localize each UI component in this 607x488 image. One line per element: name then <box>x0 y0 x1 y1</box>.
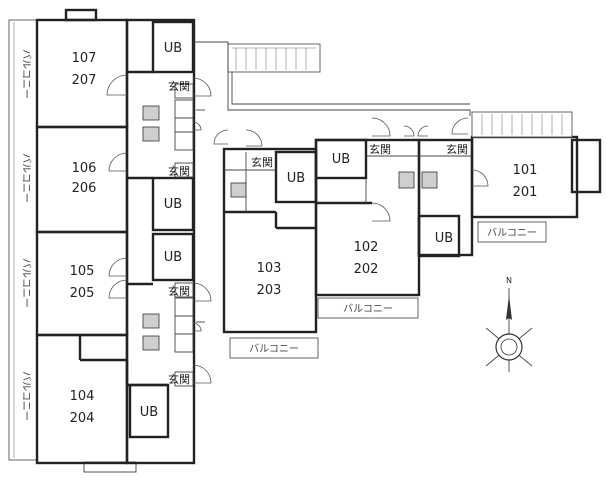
entrance-label: 玄関 <box>446 142 468 156</box>
balcony-label: バルコニー <box>343 303 393 315</box>
balcony-label: バルコニー <box>20 153 32 203</box>
washbasin-fixture <box>142 335 160 351</box>
left-balcony-strip <box>8 19 38 461</box>
block-102 <box>314 117 421 319</box>
entrance-label: 玄関 <box>168 284 190 298</box>
balcony-label: バルコニー <box>249 343 299 355</box>
bath-105 <box>151 232 195 282</box>
washbasin-fixture <box>142 126 160 142</box>
balcony-102 <box>317 297 419 319</box>
bath-107 <box>151 20 195 74</box>
bath-102 <box>314 138 368 180</box>
unit-labels: 107 207 106 206 105 205 104 204 103 203 … <box>70 51 538 426</box>
entrance-label: 玄関 <box>168 372 190 386</box>
balcony-label: バルコニー <box>20 258 32 308</box>
unit-number-105: 105 <box>70 264 95 279</box>
entrance-labels: 玄関 玄関 玄関 玄関 玄関 玄関 玄関 <box>168 79 468 386</box>
washbasin-fixture <box>142 105 160 121</box>
unit-number-104: 104 <box>70 389 95 404</box>
north-arrow-icon <box>506 295 512 320</box>
bath-106 <box>151 176 195 232</box>
left-wing <box>35 18 205 465</box>
entrance-label: 玄関 <box>369 142 391 156</box>
washbasin-fixture <box>421 171 438 189</box>
entrance-label: 玄関 <box>168 164 190 178</box>
balcony-label: バルコニー <box>20 49 32 99</box>
block-101 <box>417 111 602 258</box>
unit-number-201: 201 <box>513 185 538 200</box>
balcony-label: バルコニー <box>20 371 32 421</box>
bath-label: UB <box>435 231 453 246</box>
bath-label: UB <box>164 197 182 212</box>
entrance-label: 玄関 <box>168 79 190 93</box>
unit-number-203: 203 <box>257 283 282 298</box>
unit-number-103: 103 <box>257 261 282 276</box>
washbasin-fixture <box>142 313 160 329</box>
top-stair <box>194 41 471 116</box>
window-bay-107 <box>64 8 98 22</box>
balcony-labels: バルコニー バルコニー バルコニー バルコニー バルコニー バルコニー バルコニ… <box>20 49 537 421</box>
unit-number-202: 202 <box>354 262 379 277</box>
bath-labels: UB UB UB UB UB UB UB <box>140 41 453 420</box>
door-swings-left <box>106 74 212 384</box>
unit-number-205: 205 <box>70 286 95 301</box>
balcony-label: バルコニー <box>487 227 537 239</box>
washbasin-fixture <box>230 182 247 198</box>
unit-number-101: 101 <box>513 163 538 178</box>
bath-label: UB <box>287 171 305 186</box>
bath-101 <box>417 214 461 258</box>
washbasin-fixture <box>398 171 415 189</box>
bath-label: UB <box>164 41 182 56</box>
unit-number-204: 204 <box>70 411 95 426</box>
compass-rose: N <box>485 276 533 372</box>
unit-105 <box>35 230 129 337</box>
unit-number-207: 207 <box>72 73 97 88</box>
balcony-103 <box>229 337 319 359</box>
unit-number-206: 206 <box>72 181 97 196</box>
bath-label: UB <box>140 405 158 420</box>
bath-label: UB <box>332 152 350 167</box>
compass-north-label: N <box>506 276 512 285</box>
balcony-101 <box>477 221 547 243</box>
unit-number-107: 107 <box>72 51 97 66</box>
window-bay-101 <box>570 138 602 194</box>
unit-number-102: 102 <box>354 240 379 255</box>
unit-106 <box>35 125 129 234</box>
bath-label: UB <box>164 250 182 265</box>
unit-number-106: 106 <box>72 161 97 176</box>
entrance-label: 玄関 <box>251 155 273 169</box>
